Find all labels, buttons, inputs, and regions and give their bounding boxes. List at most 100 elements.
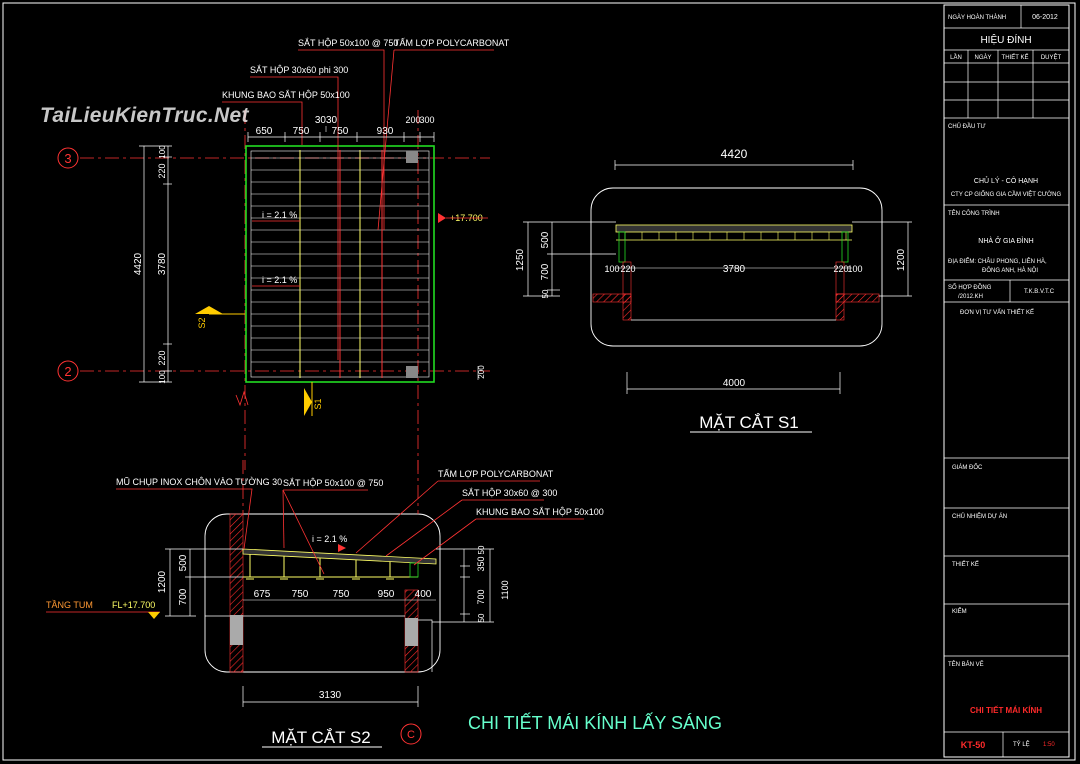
s2-boundary [204, 513, 441, 673]
s2-dim-bottom-2: 750 [292, 589, 309, 600]
plan-section-s1: S1 [313, 398, 323, 409]
s1-dim-inner-3: 3780 [723, 264, 746, 275]
tb-designer: THIẾT KẾ [952, 561, 979, 568]
grid-bubble-2 [57, 360, 79, 382]
s2-dim-left-overall: 1200 [157, 570, 168, 593]
tb-sheet-name: CHI TIẾT MÁI KÍNH [970, 705, 1042, 715]
s2-dim-bottom-4: 950 [378, 589, 395, 600]
s2-callout-sheet: TẤM LỢP POLYCARBONAT [438, 469, 554, 479]
s2-floor-name: TẦNG TUM [46, 600, 93, 610]
tb-consultant: ĐƠN VỊ TƯ VẤN THIẾT KẾ [960, 309, 1034, 316]
tb-sheet-label: TÊN BẢN VẼ [948, 660, 984, 668]
s1-dim-left-overall: 1250 [515, 248, 526, 271]
s2-dim-bottom-1: 675 [254, 589, 271, 600]
tb-stage: T.K.B.V.T.C [1024, 289, 1055, 295]
s1-dim-right: 1200 [896, 248, 907, 271]
grid-bubble-c [400, 723, 422, 745]
tb-project-label: TÊN CÔNG TRÌNH [948, 209, 1000, 217]
tb-rev-col-4: DUYỆT [1041, 53, 1062, 61]
plan-section-s2: S2 [197, 317, 207, 328]
s2-dim-bottom-5: 400 [415, 589, 432, 600]
s2-dim-right-2: 50 [477, 545, 486, 554]
s2-roof [242, 548, 437, 565]
s2-callout-cap: MŨ CHỤP INOX CHÔN VÀO TƯỜNG 30 [116, 477, 282, 487]
s2-floor-level: FL+17.700 [112, 600, 155, 610]
tb-owner-1: CHỦ LÝ - CÔ HẠNH [974, 176, 1038, 185]
grid-bubble-3 [57, 147, 79, 169]
grid-label-2: 2 [64, 364, 71, 379]
plan-dim-top-4: 750 [332, 126, 349, 137]
plan-dim-left-4: 220 [157, 350, 167, 365]
s1-dim-inner-5: 100 [847, 264, 862, 274]
tb-owner-label: CHỦ ĐẦU TƯ [948, 123, 986, 130]
s1-roof [615, 224, 853, 233]
plan-frame [245, 145, 435, 383]
section-s2: i = 2.1 % MŨ CHỤP INOX CHÔN VÀO TƯỜNG 30… [46, 460, 604, 748]
s2-dim-right-3: 700 [476, 589, 486, 604]
tb-contract-2: /2012.KH [958, 294, 983, 300]
plan-dim-left-overall: 4420 [133, 252, 144, 275]
s1-dim-inner-1: 100 [604, 264, 619, 274]
s1-dim-left-3: 50 [541, 289, 550, 298]
drawing-title: CHI TIẾT MÁI KÍNH LẤY SÁNG [468, 712, 722, 733]
s2-dim-bottom-3: 750 [333, 589, 350, 600]
plan-dim-top-3: 3030 [315, 115, 338, 126]
s1-ribs [624, 232, 847, 240]
plan-dim-top-6: 200 [405, 115, 420, 125]
plan-dim-top-1: 650 [256, 126, 273, 137]
plan-dim-top-5: 930 [377, 126, 394, 137]
tb-rev-col-3: THIẾT KẾ [1002, 54, 1029, 61]
section-s1: 4420 100 220 3780 220 100 1250 500 [515, 147, 912, 433]
tb-project-name: NHÀ Ở GIA ĐÌNH [978, 236, 1033, 245]
s2-posts [246, 554, 394, 580]
plan-dim-left-3: 3780 [157, 252, 168, 275]
s2-dim-right-overall: 1100 [500, 580, 510, 599]
tb-scale-value: 1:50 [1043, 742, 1055, 748]
plan-dim-left-5: 100 [158, 370, 167, 384]
section-mark-s2 [195, 306, 223, 314]
plan-dim-top-2: 750 [293, 126, 310, 137]
s2-slope: i = 2.1 % [312, 534, 347, 544]
tb-pm: CHỦ NHIỆM DỰ ÁN [952, 512, 1007, 520]
section-mark-s1 [304, 388, 312, 416]
s1-dim-top: 4420 [721, 147, 748, 161]
s1-boundary [590, 187, 883, 347]
tb-checker: KIỂM [952, 608, 967, 615]
s2-callout-beam: SẮT HỘP 50x100 @ 750 [283, 478, 383, 488]
tb-date-value: 06-2012 [1032, 14, 1058, 21]
s1-dim-bottom: 4000 [723, 378, 746, 389]
s2-callout-frame: KHUNG BAO SẮT HỘP 50x100 [476, 507, 604, 517]
tb-revision: HIỆU ĐÍNH [980, 33, 1031, 46]
plan-callout-frame: KHUNG BAO SẮT HỘP 50x100 [222, 90, 350, 100]
tb-address-1: ĐỊA ĐIỂM: CHÂU PHONG, LIÊN HÀ, [948, 257, 1047, 265]
s2-dim-right-4: 50 [477, 613, 486, 622]
s2-callout-purlin: SẮT HỘP 30x60 @ 300 [462, 488, 557, 498]
plan-callout-sheet: TẤM LỢP POLYCARBONAT [394, 38, 510, 48]
s2-title: MẶT CẮT S2 [271, 728, 371, 747]
s1-dim-inner-4: 220 [833, 264, 848, 274]
plan-dim-right: 200 [477, 365, 486, 379]
tb-rev-col-1: LẦN [950, 54, 962, 61]
watermark-logo: TaiLieuKienTruc.Net [40, 104, 249, 127]
plan-dim-left-1: 100 [158, 145, 167, 159]
tb-director: GIÁM ĐỐC [952, 464, 983, 471]
plan-slope-1: i = 2.1 % [262, 210, 297, 220]
plan-dim-left-2: 220 [157, 163, 167, 178]
tb-sheet-no: KT-50 [961, 740, 986, 750]
tb-scale-label: TỶ LỆ [1013, 740, 1030, 748]
plan-slope-2: i = 2.1 % [262, 275, 297, 285]
plan-callout-purlin: SẮT HỘP 30x60 phi 300 [250, 65, 348, 75]
tb-rev-col-2: NGÀY [974, 54, 991, 61]
s1-title: MẶT CẮT S1 [699, 413, 799, 432]
s1-dim-inner-2: 220 [620, 264, 635, 274]
s1-dim-left-1: 500 [540, 231, 551, 248]
title-block: NGÀY HOÀN THÀNH 06-2012 HIỆU ĐÍNH LẦN NG… [943, 4, 1070, 758]
roof-plan: 3 2 i = 2.1 % i = 2.1 % +17.700 SẮT HỘP … [57, 38, 510, 470]
s2-dim-left-2: 700 [178, 588, 189, 605]
tb-date-label: NGÀY HOÀN THÀNH [948, 14, 1006, 21]
s2-dim-right-1: 350 [476, 556, 486, 571]
plan-dim-top-7: 300 [419, 115, 434, 125]
tb-contract-1: SỐ HỢP ĐỒNG [948, 284, 992, 291]
